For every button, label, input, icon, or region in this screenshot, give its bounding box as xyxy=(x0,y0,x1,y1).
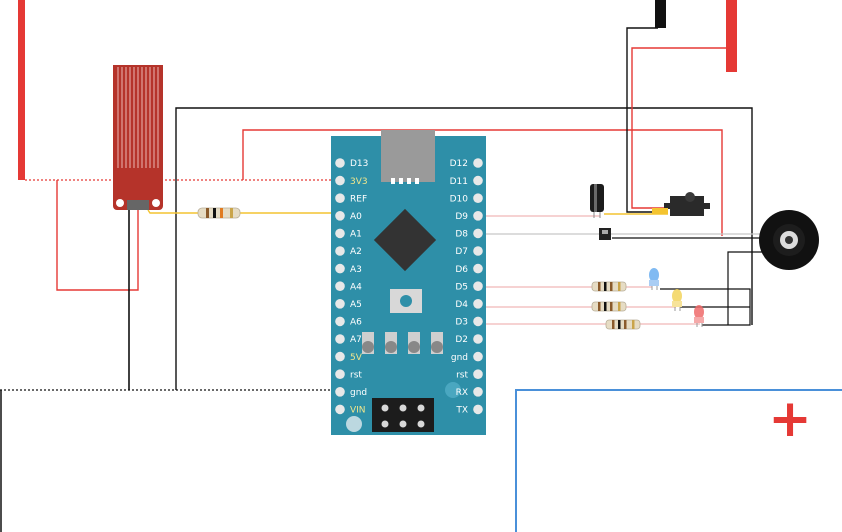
right-pin-hole[interactable] xyxy=(473,158,483,168)
mount-hole-left xyxy=(346,416,362,432)
top-power-rail xyxy=(726,0,737,72)
right-pin-hole[interactable] xyxy=(473,316,483,327)
microcontroller-chip xyxy=(373,208,437,272)
resistor-d4 xyxy=(591,301,627,312)
right-pin-label: D6 xyxy=(455,265,468,275)
left-pin-hole[interactable] xyxy=(335,316,345,327)
servo-ground-wire xyxy=(626,27,668,213)
right-pin-label: D3 xyxy=(455,318,468,328)
left-pin-hole[interactable] xyxy=(335,158,345,168)
left-pin-hole[interactable] xyxy=(335,211,345,221)
left-pin-hole[interactable] xyxy=(335,351,345,362)
right-pin-hole[interactable] xyxy=(473,246,483,256)
buzzer xyxy=(759,210,819,270)
right-pin-hole[interactable] xyxy=(473,351,483,362)
right-pin-hole[interactable] xyxy=(473,263,483,274)
top-ground-rail xyxy=(655,0,666,28)
right-pin-label: D7 xyxy=(455,247,468,257)
power-rail-plus: + xyxy=(768,389,812,449)
left-pin-hole[interactable] xyxy=(335,175,345,186)
right-pin-hole[interactable] xyxy=(473,281,483,292)
right-pin-label: D8 xyxy=(455,230,468,240)
left-pin-hole[interactable] xyxy=(335,334,345,344)
resistor-d5 xyxy=(591,281,627,292)
sensor-traces xyxy=(117,67,159,168)
sensor-power-wire xyxy=(56,180,139,291)
usb-connector xyxy=(381,130,435,182)
right-pin-hole[interactable] xyxy=(473,334,483,344)
breadboard-outline xyxy=(515,389,842,532)
left-pin-label: 3V3 xyxy=(350,177,368,187)
right-pin-label: D11 xyxy=(450,177,468,187)
left-pin-hole[interactable] xyxy=(335,246,345,256)
right-pin-label: D5 xyxy=(455,282,468,292)
left-pin-hole[interactable] xyxy=(335,228,345,239)
right-pin-hole[interactable] xyxy=(473,228,483,239)
mount-hole-right xyxy=(445,382,461,398)
resistor-d3 xyxy=(605,319,641,330)
led-blue xyxy=(649,268,659,290)
right-pin-label: D12 xyxy=(450,159,468,169)
ground-wire-frame xyxy=(175,107,753,390)
right-pin-label: D9 xyxy=(455,212,468,222)
right-pin-hole[interactable] xyxy=(473,299,483,309)
water-level-sensor xyxy=(113,65,163,210)
left-pin-label: rst xyxy=(350,370,362,380)
right-pin-hole[interactable] xyxy=(473,211,483,221)
left-pin-label: A7 xyxy=(350,335,362,345)
resistor-a0 xyxy=(197,207,241,219)
right-pin-hole[interactable] xyxy=(473,387,483,397)
left-power-rail xyxy=(18,0,25,180)
left-pin-label: A5 xyxy=(350,300,362,310)
left-pin-label: A6 xyxy=(350,318,362,328)
left-pin-label: A0 xyxy=(350,212,362,222)
icsp-pins xyxy=(381,404,425,428)
left-pin-label: A2 xyxy=(350,247,362,257)
right-pin-hole[interactable] xyxy=(473,175,483,186)
right-pin-label: TX xyxy=(455,406,468,416)
reset-button[interactable] xyxy=(400,295,412,307)
led-yellow xyxy=(672,289,682,311)
right-pin-hole[interactable] xyxy=(473,369,483,380)
left-pin-hole[interactable] xyxy=(335,193,345,203)
right-pin-hole[interactable] xyxy=(473,193,483,203)
power-wire-frame xyxy=(242,129,723,236)
left-pin-hole[interactable] xyxy=(335,281,345,292)
servo-power-wire xyxy=(631,47,730,209)
right-pin-label: rst xyxy=(456,370,468,380)
right-pin-label: D2 xyxy=(455,335,468,345)
servo-motor xyxy=(652,192,710,216)
leds-row xyxy=(362,332,443,354)
left-pin-hole[interactable] xyxy=(335,263,345,274)
right-pin-label: RX xyxy=(456,388,468,398)
right-pin-hole[interactable] xyxy=(473,404,483,415)
left-pin-label: A1 xyxy=(350,230,362,240)
left-pin-label: A4 xyxy=(350,282,362,292)
left-pin-hole[interactable] xyxy=(335,299,345,309)
usb-pins xyxy=(391,178,419,184)
left-pin-hole[interactable] xyxy=(335,387,345,397)
left-pin-label: gnd xyxy=(350,388,367,398)
left-pin-label: VIN xyxy=(350,406,366,416)
right-pin-label: D4 xyxy=(455,300,468,310)
sensor-signal-wire xyxy=(147,209,342,214)
right-pin-label: gnd xyxy=(451,353,468,363)
left-pin-hole[interactable] xyxy=(335,404,345,415)
left-pin-label: D13 xyxy=(350,159,368,169)
electrolytic-capacitor xyxy=(590,184,604,218)
left-pin-label: REF xyxy=(350,194,367,204)
led-red xyxy=(694,305,704,327)
left-pin-label: A3 xyxy=(350,265,362,275)
left-pin-label: 5V xyxy=(350,353,363,363)
left-pin-hole[interactable] xyxy=(335,369,345,380)
right-pin-label: D10 xyxy=(450,194,469,204)
